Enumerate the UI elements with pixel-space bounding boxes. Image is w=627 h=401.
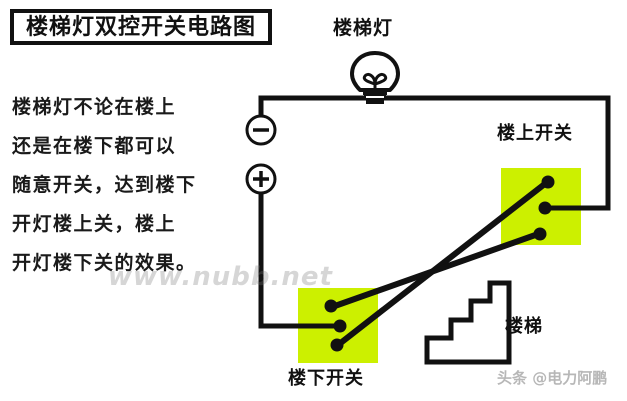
upstairs-switch-label: 楼上开关 [497,123,573,144]
staircase-outline [424,280,512,365]
corner-watermark: 头条 @电力阿鹏 [497,369,608,387]
center-watermark: www.nubb.net [108,262,333,292]
traveler-wire-b [329,230,544,310]
description-line-5: 开灯楼下关的效果。 [12,252,197,274]
downstairs-switch-contacts[interactable] [324,299,347,352]
lamp-symbol [350,51,400,104]
lamp-label: 楼梯灯 [333,17,394,39]
traveler-wire-a [335,180,549,348]
wire-positive-to-downstairs-common [258,192,344,329]
description-line-1: 楼梯灯不论在楼上 [12,96,177,118]
description-line-2: 还是在楼下都可以 [12,135,177,157]
wire-top-rail-to-upstairs-common [542,95,611,211]
description-line-4: 开灯楼上关，楼上 [12,213,177,235]
title-inner-border [13,12,269,42]
wire-negative-to-top-rail [258,95,611,119]
description-line-3: 随意开关，达到楼下 [12,174,197,196]
page-title: 楼梯灯双控开关电路图 [25,15,256,40]
title-box [10,9,272,45]
stairs-label: 楼梯 [505,316,543,337]
positive-terminal [245,163,277,195]
upstairs-switch-contacts[interactable] [533,175,555,241]
negative-terminal [245,114,277,146]
downstairs-switch-label: 楼下开关 [288,368,364,389]
